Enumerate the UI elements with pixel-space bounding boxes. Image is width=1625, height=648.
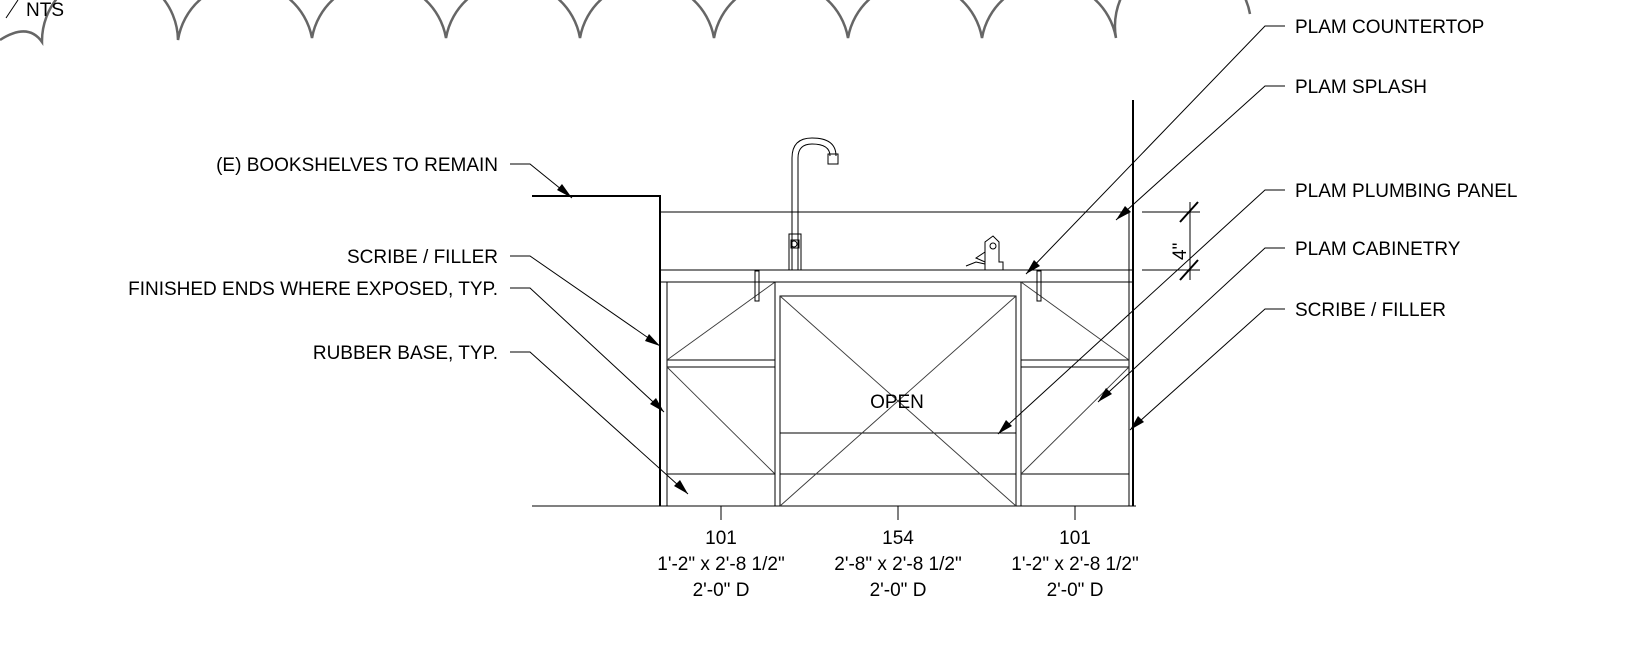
open-label: OPEN <box>870 392 924 413</box>
revision-cloud <box>0 0 1252 47</box>
callout-plam-splash: PLAM SPLASH <box>1295 77 1427 98</box>
right-wall <box>1128 100 1134 506</box>
callout-plam-countertop: PLAM COUNTERTOP <box>1295 17 1484 38</box>
door-handle-icon <box>754 270 760 302</box>
cabinet-tag-size: 1'-2" x 2'-8 1/2" <box>657 554 784 575</box>
cabinet-left <box>666 270 776 507</box>
cabinet-tag-depth: 2'-0" D <box>870 580 927 601</box>
bubbler-icon <box>965 235 1004 270</box>
callout-plam-cabinetry: PLAM CABINETRY <box>1295 239 1461 260</box>
callout-scribe-right: SCRIBE / FILLER <box>1295 300 1446 321</box>
splash-dimension: 4" <box>1142 201 1200 281</box>
countertop <box>659 269 1134 283</box>
splash-dimension-text: 4" <box>1170 243 1191 260</box>
callout-rubber-base: RUBBER BASE, TYP. <box>313 343 498 364</box>
cabinet-tag-number: 154 <box>882 528 914 549</box>
existing-bookshelf <box>532 195 661 506</box>
scale-text: NTS <box>26 0 64 21</box>
cabinet-tag-number: 101 <box>1059 528 1091 549</box>
scale-symbol: NTS <box>5 0 64 21</box>
callout-bookshelves: (E) BOOKSHELVES TO REMAIN <box>216 155 498 176</box>
door-handle-icon <box>1036 270 1042 302</box>
callout-scribe-left: SCRIBE / FILLER <box>347 247 498 268</box>
backsplash <box>659 211 1130 271</box>
callouts-left: (E) BOOKSHELVES TO REMAIN SCRIBE / FILLE… <box>128 155 689 495</box>
cabinet-center: OPEN <box>774 281 1022 507</box>
cabinet-tag-depth: 2'-0" D <box>693 580 750 601</box>
cabinet-tag-number: 101 <box>705 528 737 549</box>
cabinet-tag-depth: 2'-0" D <box>1047 580 1104 601</box>
cabinet-tags: 101 1'-2" x 2'-8 1/2" 2'-0" D 154 2'-8" … <box>657 506 1139 601</box>
callout-plam-plumbing-panel: PLAM PLUMBING PANEL <box>1295 181 1517 202</box>
callouts-right: PLAM COUNTERTOP PLAM SPLASH PLAM PLUMBIN… <box>997 17 1517 435</box>
cabinet-tag-size: 1'-2" x 2'-8 1/2" <box>1011 554 1138 575</box>
faucet-icon <box>788 137 839 271</box>
cabinet-tag-size: 2'-8" x 2'-8 1/2" <box>834 554 961 575</box>
callout-finished-ends: FINISHED ENDS WHERE EXPOSED, TYP. <box>128 279 498 300</box>
